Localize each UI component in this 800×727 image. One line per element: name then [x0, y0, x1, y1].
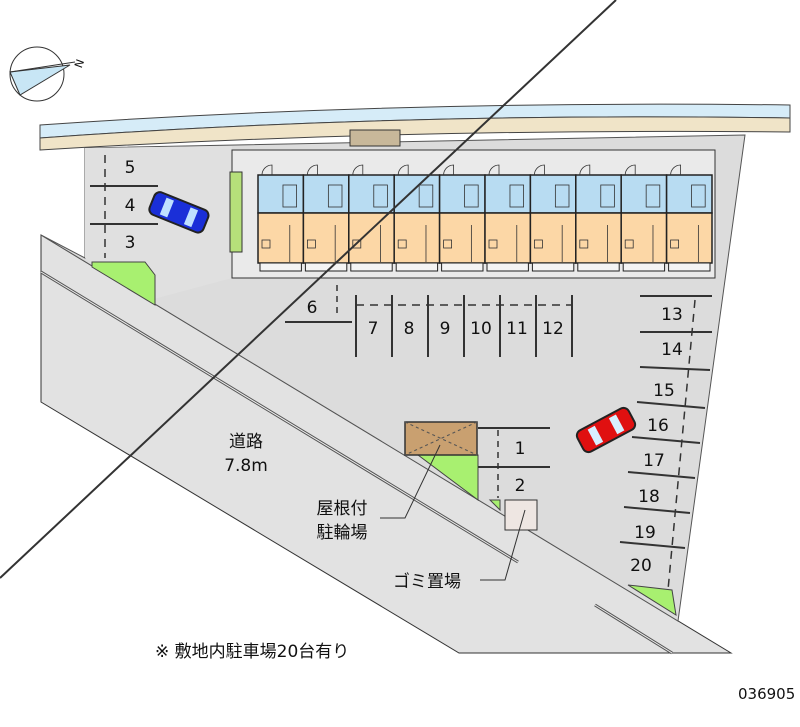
parking-space-label: 9 — [440, 319, 451, 339]
parking-space-label: 8 — [404, 319, 415, 339]
road-label: 道路 — [229, 432, 263, 452]
compass-north-label: N — [72, 58, 87, 70]
parking-space-label: 2 — [515, 476, 526, 496]
parking-space-label: 12 — [542, 319, 564, 339]
parking-space-label: 5 — [125, 158, 136, 178]
parking-space-label: 10 — [470, 319, 492, 339]
parking-space-label: 15 — [653, 381, 675, 401]
parking-space-label: 18 — [638, 487, 660, 507]
property-code: 036905 — [738, 685, 795, 703]
apartment-unit — [302, 164, 350, 272]
planting-area — [488, 499, 501, 512]
apartment-unit — [484, 164, 532, 272]
apartment-unit — [529, 164, 577, 272]
bicycle-parking-label: 屋根付 — [317, 499, 368, 519]
parking-space-label: 19 — [634, 523, 656, 543]
apartment-unit — [393, 164, 441, 272]
car-icon-red — [575, 406, 637, 454]
apartment-unit — [438, 164, 486, 272]
apartment-unit — [348, 164, 395, 272]
apartment-unit — [620, 164, 668, 272]
apartment-building — [229, 129, 716, 279]
bicycle-parking-shed — [404, 421, 478, 456]
parking-space-label: 3 — [125, 233, 136, 253]
parking-space-label: 4 — [125, 196, 136, 216]
road-width-label: 7.8m — [224, 456, 268, 476]
parking-space-label: 6 — [307, 298, 318, 318]
parking-space-label: 20 — [630, 556, 652, 576]
apartment-unit — [665, 164, 713, 272]
parking-space-label: 1 — [515, 439, 526, 459]
parking-space-label: 13 — [661, 305, 683, 325]
parking-space-label: 16 — [647, 416, 669, 436]
parking-space-label: 11 — [506, 319, 528, 339]
planting-area — [627, 584, 677, 617]
apartment-unit — [575, 164, 622, 272]
parking-note: ※ 敷地内駐車場20台有り — [155, 642, 349, 662]
parking-space-label: 7 — [368, 319, 379, 339]
parking-space-label: 14 — [661, 340, 683, 360]
parking-lines — [0, 0, 712, 591]
car-icon-blue — [148, 191, 210, 234]
top-sidewalk — [39, 116, 791, 151]
parking-space-label: 17 — [643, 451, 665, 471]
apartment-unit — [257, 164, 305, 272]
bicycle-parking-label: 駐輪場 — [317, 523, 368, 543]
compass-icon: N — [9, 46, 87, 102]
planting-area — [91, 261, 156, 306]
garbage-area-label: ゴミ置場 — [393, 571, 461, 592]
